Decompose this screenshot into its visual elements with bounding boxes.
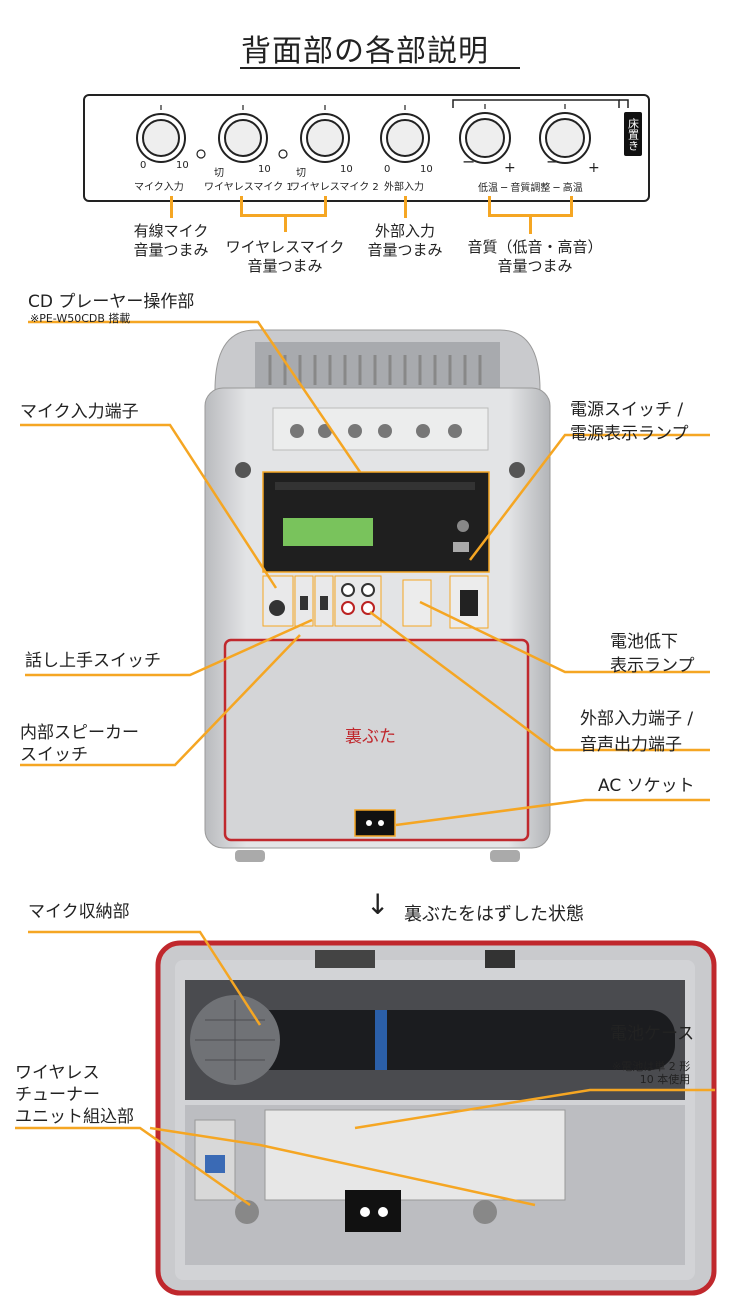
bracket-line	[170, 196, 173, 218]
knob-label-min: 切	[214, 168, 224, 179]
interior-illustration	[155, 940, 717, 1296]
knob-label-min: −	[546, 152, 560, 171]
knob-label-min: 0	[140, 160, 147, 171]
callout-cd-note: ※PE-W50CDB 搭載	[30, 312, 131, 325]
bracket-line	[529, 214, 532, 234]
bracket-line	[240, 214, 327, 217]
bracket-line	[284, 214, 287, 232]
callout-tone: 音質（低音・高音） 音量つまみ	[467, 238, 603, 275]
bracket-line	[488, 196, 491, 216]
removed-caption: 裏ぶたをはずした状態	[404, 904, 584, 925]
callout-external-io: 外部入力端子 / 音声出力端子	[580, 709, 694, 755]
knob-label-min: 切	[296, 168, 306, 179]
knob-label-min: −	[462, 152, 476, 171]
knob-label-max: +	[588, 160, 600, 176]
callout-tuner-unit: ワイヤレス チューナー ユニット組込部	[15, 1063, 134, 1127]
bracket-line	[324, 196, 327, 216]
bracket-line	[404, 196, 407, 218]
callout-talk-switch: 話し上手スイッチ	[25, 651, 161, 671]
knob-label-max: 10	[176, 160, 189, 171]
callout-external: 外部入力 音量つまみ	[367, 222, 443, 259]
callout-battery-note: ※電池は単 2 形 10 本使用	[612, 1060, 691, 1086]
knob-label-max: 10	[420, 164, 433, 175]
callout-wireless-mic: ワイヤレスマイク 音量つまみ	[225, 238, 345, 275]
page-title: 背面部の各部説明	[241, 34, 489, 69]
callout-mic-input: マイク入力端子	[20, 402, 139, 422]
knob-label: ワイヤレスマイク 1	[204, 182, 293, 193]
callout-mic-storage: マイク収納部	[28, 902, 130, 922]
bracket-line	[570, 196, 573, 216]
callout-ac-socket: AC ソケット	[598, 776, 695, 796]
title-underline	[240, 67, 520, 69]
callout-battery-case: 電池ケース	[610, 1024, 695, 1044]
knob-label-max: +	[504, 160, 516, 176]
callout-wired-mic: 有線マイク 音量つまみ	[133, 222, 209, 259]
tone-label: 低温 ─ 音質調整 ─ 高温	[478, 183, 583, 194]
callout-battery-low: 電池低下 表示ランプ	[610, 632, 695, 676]
down-arrow-icon: ↓	[366, 888, 390, 921]
knob-label: 外部入力	[384, 182, 424, 193]
knob-label-max: 10	[258, 164, 271, 175]
knob-label-min: 0	[384, 164, 391, 175]
callout-cd: CD プレーヤー操作部	[28, 292, 195, 312]
side-tag: 床置き	[624, 112, 642, 156]
knob-label: マイク入力	[134, 182, 184, 193]
knob-label-max: 10	[340, 164, 353, 175]
callout-power: 電源スイッチ / 電源表示ランプ	[570, 400, 689, 444]
bracket-line	[240, 196, 243, 216]
callout-internal-speaker: 内部スピーカー スイッチ	[20, 723, 139, 765]
knob-drawings	[136, 99, 629, 164]
back-cover-label: 裏ぶた	[345, 727, 396, 747]
callout-lines	[20, 320, 710, 827]
bottom-callout-lines	[15, 930, 715, 1207]
knob-label: ワイヤレスマイク 2	[290, 182, 379, 193]
